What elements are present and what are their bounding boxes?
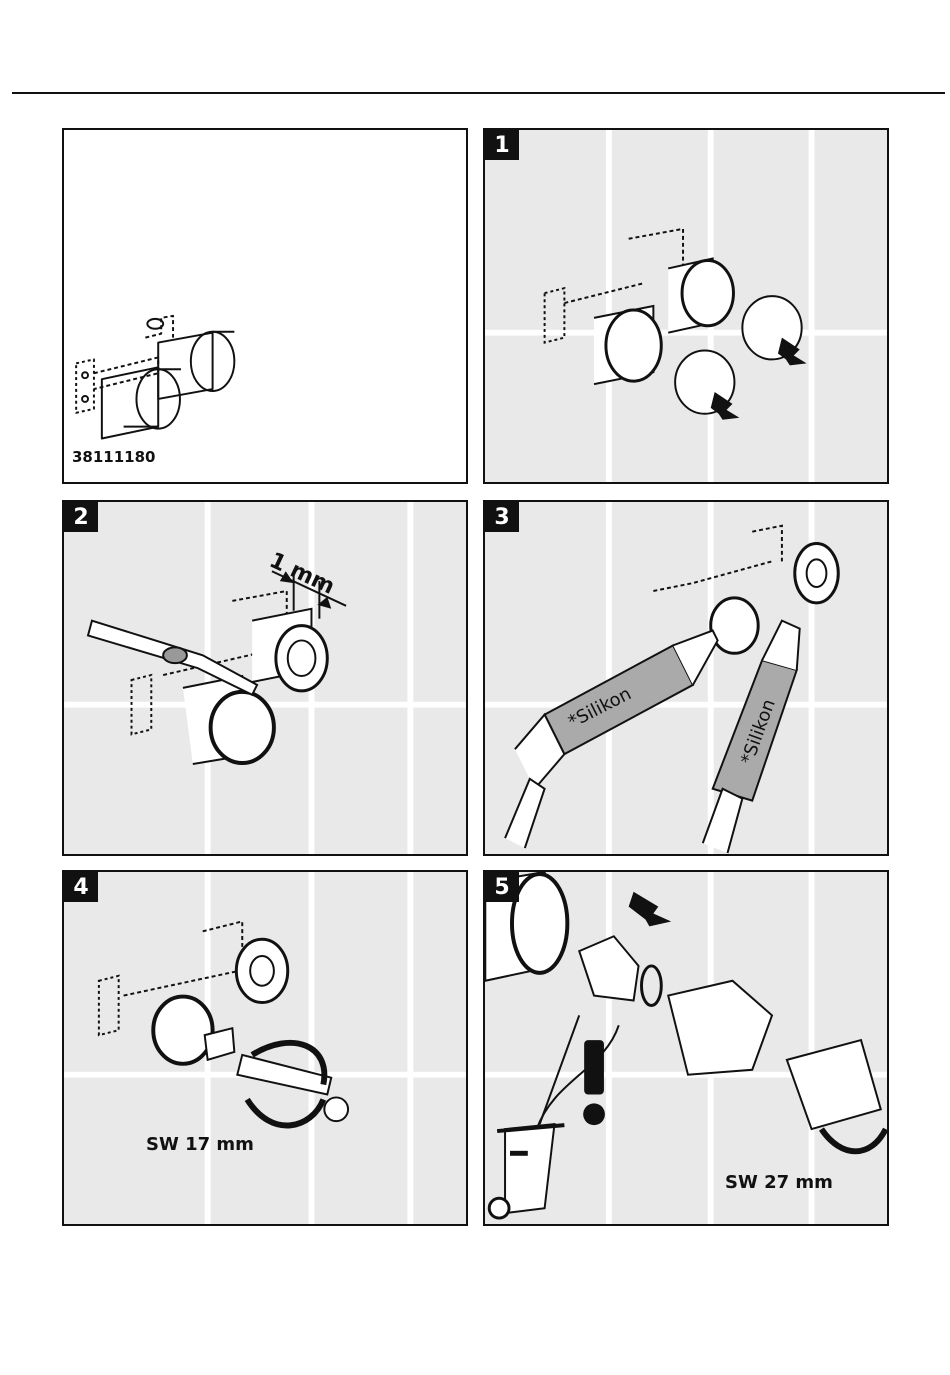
wrench-size-label: SW 27 mm xyxy=(725,1172,833,1193)
step-5-panel: 5 SW 27 mm xyxy=(483,870,889,1226)
valve-body-illustration xyxy=(64,130,466,482)
step-number: 2 xyxy=(64,502,98,532)
measure-gap-illustration xyxy=(64,502,466,854)
step-4-panel: 4 SW 17 mm xyxy=(62,870,468,1226)
step-3-panel: 3 *Silikon *Silikon xyxy=(483,500,889,856)
product-overview-panel: 38111180 xyxy=(62,128,468,484)
step-number: 1 xyxy=(485,130,519,160)
step-number: 4 xyxy=(64,872,98,902)
step-number: 5 xyxy=(485,872,519,902)
part-number: 38111180 xyxy=(72,448,156,466)
step-2-panel: 2 1 mm xyxy=(62,500,468,856)
apply-silicone-illustration xyxy=(485,502,887,854)
step-1-panel: 1 xyxy=(483,128,889,484)
tighten-fitting-illustration xyxy=(64,872,466,1224)
remove-caps-illustration xyxy=(485,130,887,482)
header-rule xyxy=(12,92,945,94)
wrench-size-label: SW 17 mm xyxy=(146,1134,254,1155)
step-number: 3 xyxy=(485,502,519,532)
